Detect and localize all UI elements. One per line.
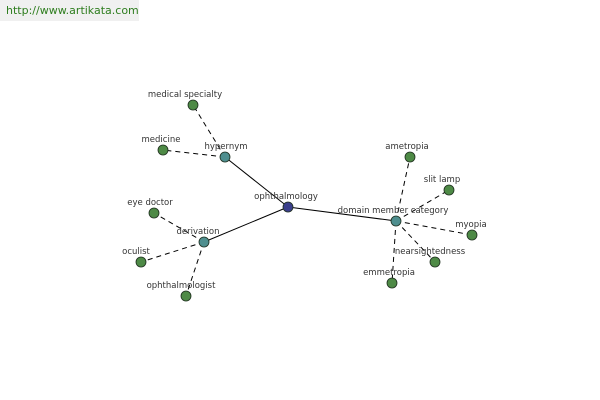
- edges: [140, 104, 473, 297]
- node-nearsightedness[interactable]: [429, 256, 441, 268]
- label-hypernym: hypernym: [204, 142, 247, 152]
- edge-domain-member-category-ametropia: [395, 156, 411, 222]
- label-myopia: myopia: [455, 220, 486, 230]
- node-eye-doctor[interactable]: [148, 207, 160, 219]
- label-oculist: oculist: [122, 247, 150, 257]
- node-emmetropia[interactable]: [386, 277, 398, 289]
- edge-derivation-oculist: [140, 241, 205, 263]
- labels: ophthalmology hypernym derivation domain me…: [122, 90, 487, 291]
- edge-center-derivation: [203, 206, 289, 243]
- node-myopia[interactable]: [466, 229, 478, 241]
- label-ophthalmologist: ophthalmologist: [147, 281, 217, 291]
- label-medicine: medicine: [142, 135, 181, 145]
- node-medical-specialty[interactable]: [187, 99, 199, 111]
- edge-domain-member-category-nearsightedness: [395, 220, 436, 263]
- label-eye-doctor: eye doctor: [127, 198, 173, 208]
- edge-derivation-eye-doctor: [153, 212, 205, 243]
- edge-domain-member-category-slit-lamp: [395, 189, 450, 222]
- label-slit-lamp: slit lamp: [424, 175, 460, 185]
- node-ophthalmology[interactable]: [282, 201, 294, 213]
- edge-center-domain-member-category: [287, 206, 397, 222]
- node-oculist[interactable]: [135, 256, 147, 268]
- node-ophthalmologist[interactable]: [180, 290, 192, 302]
- label-ametropia: ametropia: [385, 142, 429, 152]
- nodes: [135, 99, 478, 302]
- node-ametropia[interactable]: [404, 151, 416, 163]
- label-ophthalmology: ophthalmology: [254, 192, 318, 202]
- edge-domain-member-category-emmetropia: [391, 220, 397, 284]
- label-derivation: derivation: [176, 227, 219, 237]
- edge-center-hypernym: [224, 156, 289, 208]
- node-domain-member-category[interactable]: [390, 215, 402, 227]
- edge-hypernym-medical-specialty: [192, 104, 226, 158]
- label-emmetropia: emmetropia: [363, 268, 415, 278]
- edge-domain-member-category-myopia: [395, 220, 473, 236]
- node-hypernym[interactable]: [219, 151, 231, 163]
- label-medical-specialty: medical specialty: [148, 90, 222, 100]
- node-derivation[interactable]: [198, 236, 210, 248]
- edge-hypernym-medicine: [162, 149, 226, 158]
- node-slit-lamp[interactable]: [443, 184, 455, 196]
- watermark-url: http://www.artikata.com: [0, 0, 139, 21]
- edge-derivation-ophthalmologist: [185, 241, 205, 297]
- label-domain-member-category: domain member category: [338, 206, 449, 216]
- node-medicine[interactable]: [157, 144, 169, 156]
- label-nearsightedness: nearsightedness: [395, 247, 466, 257]
